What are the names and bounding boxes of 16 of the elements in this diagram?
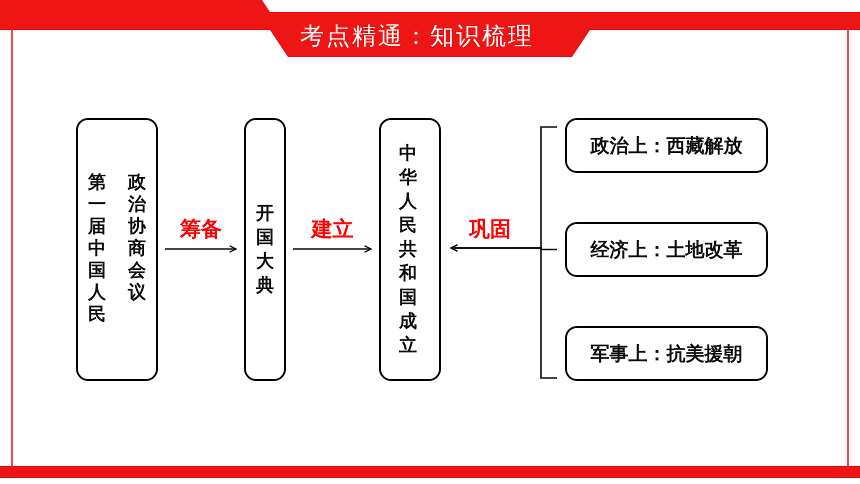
arrow [165,245,237,253]
box-text: 经济上：土地改革 [590,238,742,262]
box-text: 军事上：抗美援朝 [590,342,742,366]
text-box [565,222,768,277]
arrow [450,244,557,379]
arrow [293,245,372,253]
text-box [565,118,768,173]
text-box [565,326,768,381]
vertical-box [244,118,286,381]
box-text: 中华人民共和国成立 [399,142,421,358]
vertical-box [76,118,158,381]
box-text: 政治上：西藏解放 [590,134,742,158]
title: 考点精通：知识梳理 [300,21,534,52]
box-text: 开国大典 [255,202,275,298]
vertical-box [379,118,441,381]
box-text: 第一届中国人民政治协商会议 [86,172,148,326]
